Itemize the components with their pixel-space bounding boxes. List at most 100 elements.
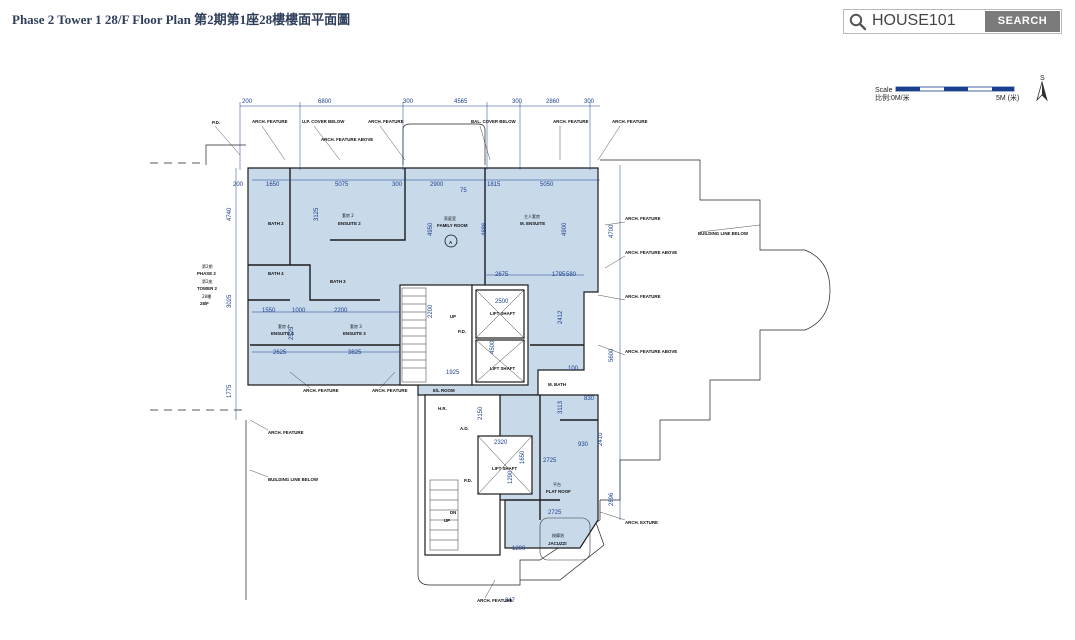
dim-3113: 3113 (558, 400, 564, 414)
dim-2320: 2320 (494, 440, 508, 446)
dim-1550: 1550 (262, 308, 276, 314)
note-arch-r1: ARCH. FEATURE (625, 216, 661, 221)
room-family-zh: 家庭室 (444, 215, 456, 221)
search-button[interactable]: SEARCH (985, 11, 1060, 32)
scale-label: Scale (875, 87, 893, 94)
note-upcover: U.P. COVER BELOW (302, 119, 345, 124)
dim-347: 347 (505, 598, 516, 604)
dim-top-6: 2860 (546, 99, 560, 105)
dim-100: 100 (568, 366, 579, 372)
dim-1925: 1925 (446, 370, 460, 376)
note-arch-b1: ARCH. FEATURE (303, 388, 339, 393)
dim-830: 830 (584, 396, 595, 402)
dim-2200b: 2200 (428, 304, 434, 318)
room-ensuite4-zh: 套房 4 (278, 323, 290, 329)
room-eroom: E/L ROOM (433, 388, 455, 393)
dim-2410: 2410 (598, 432, 604, 446)
dim-2412: 2412 (558, 310, 564, 324)
dim-1200: 1200 (512, 546, 526, 552)
dim-3025: 3025 (227, 294, 233, 308)
note-arch-above-3: ARCH. FEATURE ABOVE (625, 349, 677, 354)
note-arch-3: ARCH. FEATURE (553, 119, 589, 124)
label-up2: UP (444, 518, 450, 523)
room-pd: P.D. (464, 478, 472, 483)
room-mensuite: M. ENSUITE (520, 221, 545, 226)
leader-lines (214, 125, 761, 599)
dim-75: 75 (460, 188, 467, 194)
dim-4900: 4900 (562, 222, 568, 236)
dim-1290: 1290 (508, 470, 514, 484)
dim-930: 930 (578, 442, 589, 448)
note-bldg-line-2: BUILDING LINE BELOW (268, 477, 319, 482)
dim-2150: 2150 (478, 406, 484, 420)
room-flatroof-zh: 平台 (553, 481, 561, 487)
dim-300: 300 (392, 182, 403, 188)
label-up1: UP (450, 314, 456, 319)
note-arch-2: ARCH. FEATURE (368, 119, 404, 124)
scale-label-zh: 比例:0M/米 (875, 93, 910, 102)
note-tower: TOWER 2 (197, 286, 217, 291)
dim-1650: 1650 (266, 182, 280, 188)
dim-5075: 5075 (335, 182, 349, 188)
dim-1775: 1775 (227, 384, 233, 398)
dim-top-5: 300 (512, 99, 523, 105)
room-pd-top: P.D. (212, 120, 220, 125)
north-label: S (1040, 75, 1045, 82)
room-ad: A.D. (460, 426, 469, 431)
room-bath4: BATH 4 (268, 271, 284, 276)
dim-1795: 1795 (552, 272, 566, 278)
room-pd2: P.D. (458, 329, 466, 334)
dim-3125: 3125 (314, 207, 320, 221)
note-arch-above-2: ARCH. FEATURE ABOVE (625, 250, 677, 255)
dim-2625: 2625 (273, 350, 287, 356)
note-arch-ext: ARCH. EXTURE (625, 520, 658, 525)
note-arch-4: ARCH. FEATURE (612, 119, 648, 124)
dim-1650b: 1650 (520, 450, 526, 464)
note-arch-r3: ARCH. FEATURE (477, 598, 513, 603)
dim-4740: 4740 (227, 207, 233, 221)
note-bldg-line-1: BUILDING LINE BELOW (698, 231, 749, 236)
note-arch-b3: ARCH. FEATURE (268, 430, 304, 435)
lift-crosses (475, 289, 533, 495)
tower-a-label: A (449, 240, 453, 245)
search-input[interactable]: HOUSE101 (872, 12, 956, 29)
room-mensuite-zh: 主人套房 (524, 213, 540, 219)
room-jacuzzi-zh: 按摩池 (552, 532, 564, 538)
room-ensuite2: ENSUITE 2 (338, 221, 361, 226)
room-ensuite4: ENSUITE 4 (271, 331, 294, 336)
room-jacuzzi: JACUZZI (548, 541, 567, 546)
note-arch-1: ARCH. FEATURE (252, 119, 288, 124)
page-title: Phase 2 Tower 1 28/F Floor Plan 第2期第1座28… (12, 12, 351, 27)
room-lift3: LIFT SHAFT (492, 466, 517, 471)
room-flatroof: FLAT ROOF (546, 489, 571, 494)
room-lift2: LIFT SHAFT (490, 366, 515, 371)
dim-2500: 2500 (495, 299, 509, 305)
dim-4500: 4500 (490, 340, 496, 354)
dim-2725: 2725 (548, 510, 562, 516)
dim-4950: 4950 (428, 222, 434, 236)
note-arch-r2: ARCH. FEATURE (625, 294, 661, 299)
stairs (401, 287, 459, 551)
note-floor: 28/F (200, 301, 209, 306)
north-arrow-fill (1042, 82, 1047, 100)
search-box[interactable]: HOUSE101 SEARCH (843, 9, 1062, 34)
dim-3825: 3825 (348, 350, 362, 356)
room-ensuite2-zh: 套房 2 (342, 212, 354, 218)
dimension-lines (235, 102, 621, 520)
room-bath2: BATH 2 (268, 221, 284, 226)
tower-a-circle (444, 234, 458, 248)
note-tower-zh: 第2座 (202, 278, 213, 284)
note-floor-zh: 28樓 (202, 293, 211, 299)
note-arch-b2: ARCH. FEATURE (372, 388, 408, 393)
dim-top-1: 200 (242, 99, 253, 105)
dim-2200: 2200 (334, 308, 348, 314)
room-ensuite3-zh: 套房 3 (350, 323, 362, 329)
room-mbath: M. BATH (548, 382, 566, 387)
dim-2725b: 2725 (543, 458, 557, 464)
room-family: FAMILY ROOM (437, 223, 468, 228)
dim-top-7: 300 (584, 99, 595, 105)
scale-end-label: 5M (米) (996, 93, 1019, 102)
dim-4700: 4700 (609, 224, 615, 238)
label-dn: DN (450, 510, 456, 515)
dim-200: 200 (233, 182, 244, 188)
